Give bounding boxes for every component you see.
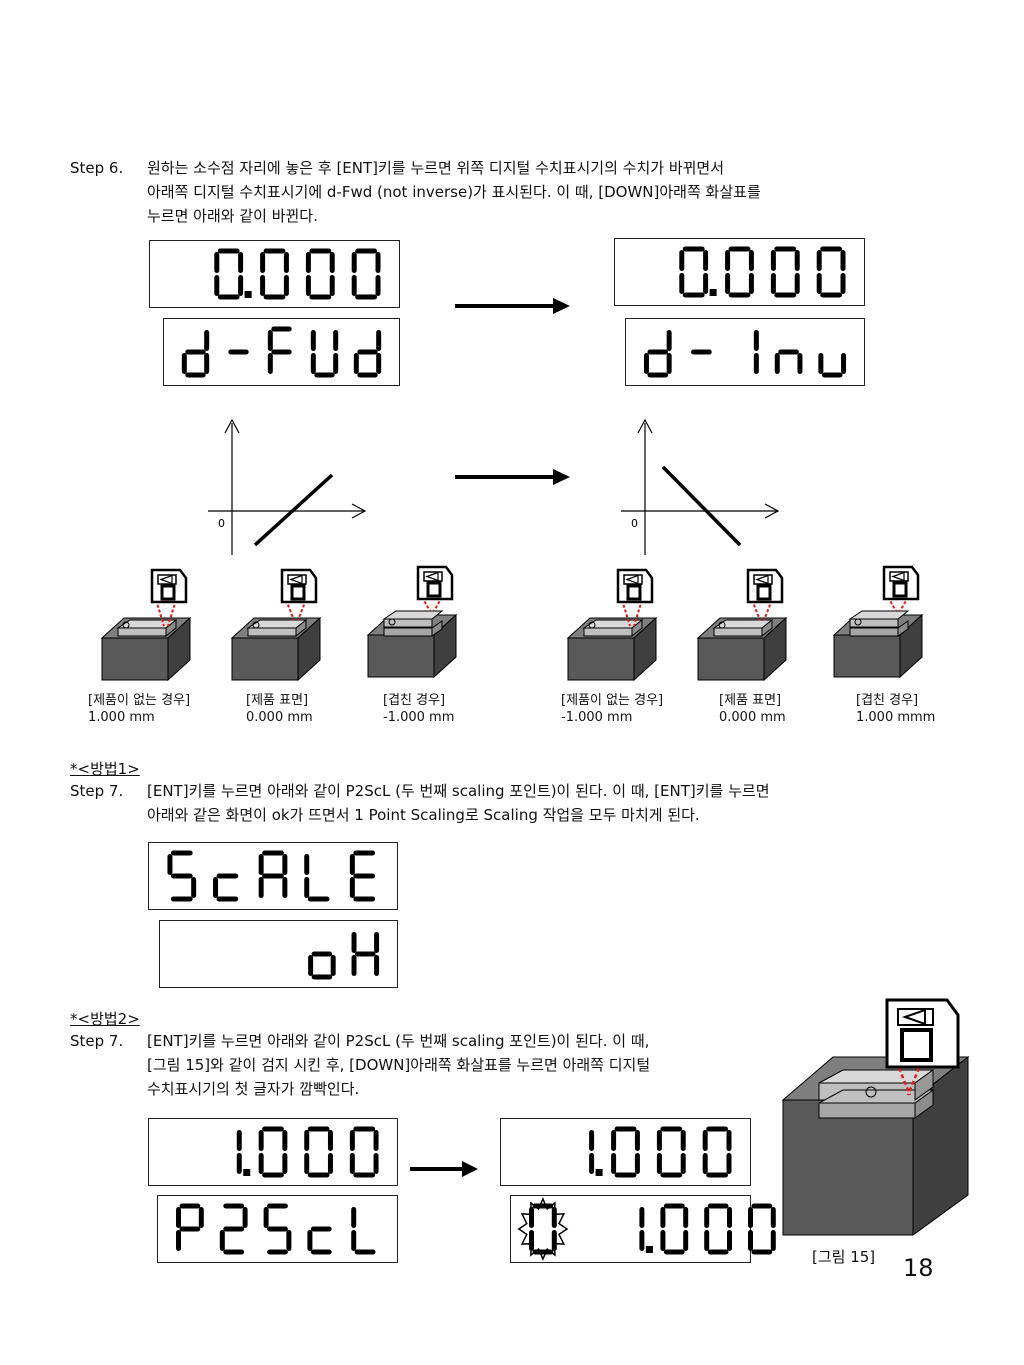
graph-not-inverse: 0 [208, 418, 367, 555]
lcd-m2-left-bottom [157, 1195, 398, 1263]
sensor-illustration [230, 568, 322, 682]
step6-line3: 누르면 아래와 같이 바뀐다. [147, 207, 318, 225]
method2-step-label: Step 7. [70, 1032, 124, 1050]
lcd-m2-right-top-digits [589, 1126, 732, 1178]
caption-product-surface: [제품 표면] 0.000 mm [246, 693, 313, 725]
lcd-m2-right-bottom-digits [517, 1197, 776, 1261]
lcd-scale [148, 842, 398, 910]
sensor-illustration [566, 568, 658, 682]
lcd-left-top [149, 240, 400, 308]
page-number: 18 [903, 1254, 934, 1282]
method2-line1: [ENT]키를 누르면 아래와 같이 P2ScL (두 번째 scaling 포… [147, 1032, 650, 1050]
lcd-ok [159, 920, 398, 988]
step6-label: Step 6. [70, 159, 124, 177]
decimal-point [645, 1246, 653, 1253]
origin-label: 0 [218, 517, 225, 530]
decimal-point [709, 289, 717, 296]
decimal-point [595, 1169, 603, 1176]
sensor-illustration [696, 568, 788, 682]
lcd-scale-digits [167, 850, 376, 902]
method2-line3: 수치표시기의 첫 글자가 깜빡인다. [147, 1080, 360, 1098]
step6-line1: 원하는 소수점 자리에 놓은 후 [ENT]키를 누르면 위쪽 디지털 수치표시… [147, 159, 725, 177]
sensor-illustration [832, 565, 924, 679]
method2-line2: [그림 15]와 같이 검지 시킨 후, [DOWN]아래쪽 화살표를 누르면 … [147, 1056, 651, 1074]
step6-line2: 아래쪽 디지털 수치표시기에 d-Fwd (not inverse)가 표시된다… [147, 183, 761, 201]
lcd-m2-left-bottom-digits [176, 1203, 376, 1255]
lcd-left-top-digits [214, 248, 381, 300]
method1-heading: *<방법1> [70, 760, 140, 778]
caption-no-product: [제품이 없는 경우] 1.000 mm [88, 693, 191, 725]
method1-step-label: Step 7. [70, 782, 124, 800]
rising-line [253, 473, 334, 547]
sensor-illustration [100, 568, 192, 682]
lcd-right-top-digits [679, 246, 846, 298]
arrow-right-icon [455, 469, 570, 485]
origin-label: 0 [631, 517, 638, 530]
figure15-illustration [781, 998, 970, 1236]
caption-product-surface: [제품 표면] 0.000 mm [719, 693, 786, 725]
lcd-left-bottom [163, 318, 400, 386]
lcd-right-top [614, 238, 865, 306]
lcd-right-bottom [625, 318, 865, 386]
decimal-point [244, 291, 252, 298]
arrow-right-icon [410, 1161, 478, 1177]
graph-inverse: 0 [621, 418, 780, 555]
caption-no-product: [제품이 없는 경우] -1.000 mm [561, 693, 664, 725]
lcd-m2-left-top-digits [236, 1126, 379, 1178]
lcd-m2-right-top [500, 1118, 751, 1186]
lcd-m2-right-bottom [510, 1195, 776, 1263]
caption-overlap: [겹친 경우] 1.000 mmm [856, 693, 936, 725]
decimal-point [243, 1169, 251, 1176]
method1-line1: [ENT]키를 누르면 아래와 같이 P2ScL (두 번째 scaling 포… [147, 782, 770, 800]
lcd-m2-left-top [148, 1118, 398, 1186]
blink-burst-icon [517, 1197, 569, 1261]
sensor-illustration [366, 565, 458, 679]
lcd-ok-digits [308, 932, 380, 980]
method1-line2: 아래와 같은 화면이 ok가 뜨면서 1 Point Scaling로 Scal… [147, 806, 700, 824]
lcd-left-bottom-digits [181, 326, 382, 378]
method2-heading: *<방법2> [70, 1010, 140, 1028]
lcd-right-bottom-digits [643, 330, 847, 378]
falling-line [661, 465, 742, 547]
caption-overlap: [겹친 경우] -1.000 mm [383, 693, 455, 725]
arrow-right-icon [455, 298, 570, 314]
figure15-caption: [그림 15] [812, 1248, 876, 1266]
